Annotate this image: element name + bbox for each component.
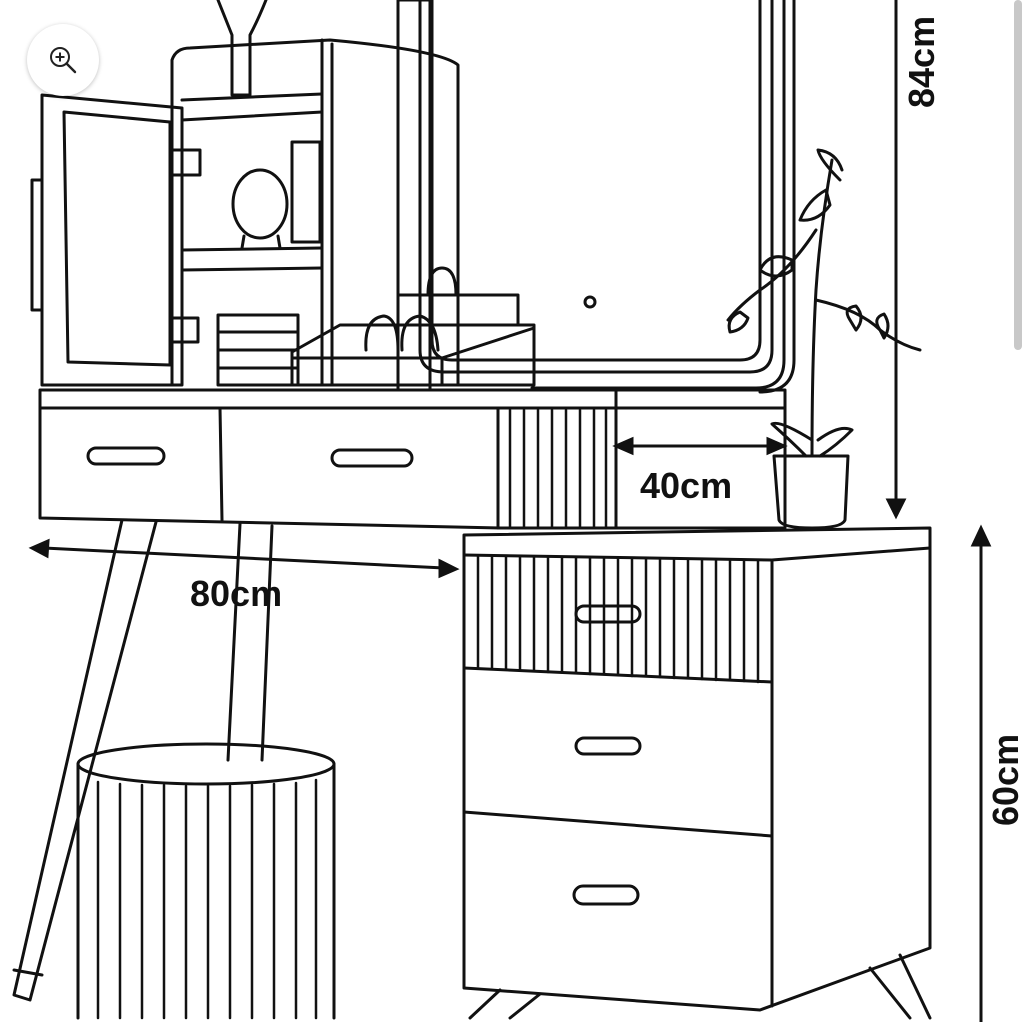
plant <box>726 148 922 530</box>
height-arrow-84 <box>885 0 907 520</box>
tabletop <box>38 388 787 530</box>
scrollbar-thumb[interactable] <box>1014 0 1022 350</box>
zoom-in-icon <box>50 47 77 74</box>
height-arrow-60 <box>970 524 992 1022</box>
cabinet-tower <box>30 38 536 387</box>
dimension-label-80: 80cm <box>190 573 282 614</box>
table-legs <box>12 518 274 1002</box>
zoom-button[interactable] <box>27 24 99 96</box>
stool <box>76 742 336 1020</box>
drawer-unit <box>462 526 932 1020</box>
dimension-label-84: 84cm <box>901 16 942 108</box>
dimension-label-40: 40cm <box>640 465 732 506</box>
depth-arrow-40 <box>612 436 788 456</box>
lamp-stand <box>216 0 268 97</box>
width-arrow-80 <box>28 538 460 579</box>
dimension-label-60: 60cm <box>985 734 1024 826</box>
